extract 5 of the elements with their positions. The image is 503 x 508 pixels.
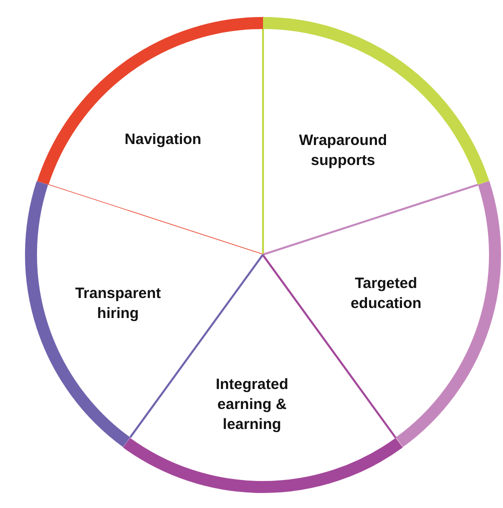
segment-label: Transparent hiring (74, 284, 162, 324)
segment-label: Targeted education (350, 274, 422, 314)
segment-label: Integrated earning & learning (214, 375, 290, 435)
segment-label: Navigation (124, 130, 202, 150)
segment-label: Wraparound supports (298, 131, 388, 171)
